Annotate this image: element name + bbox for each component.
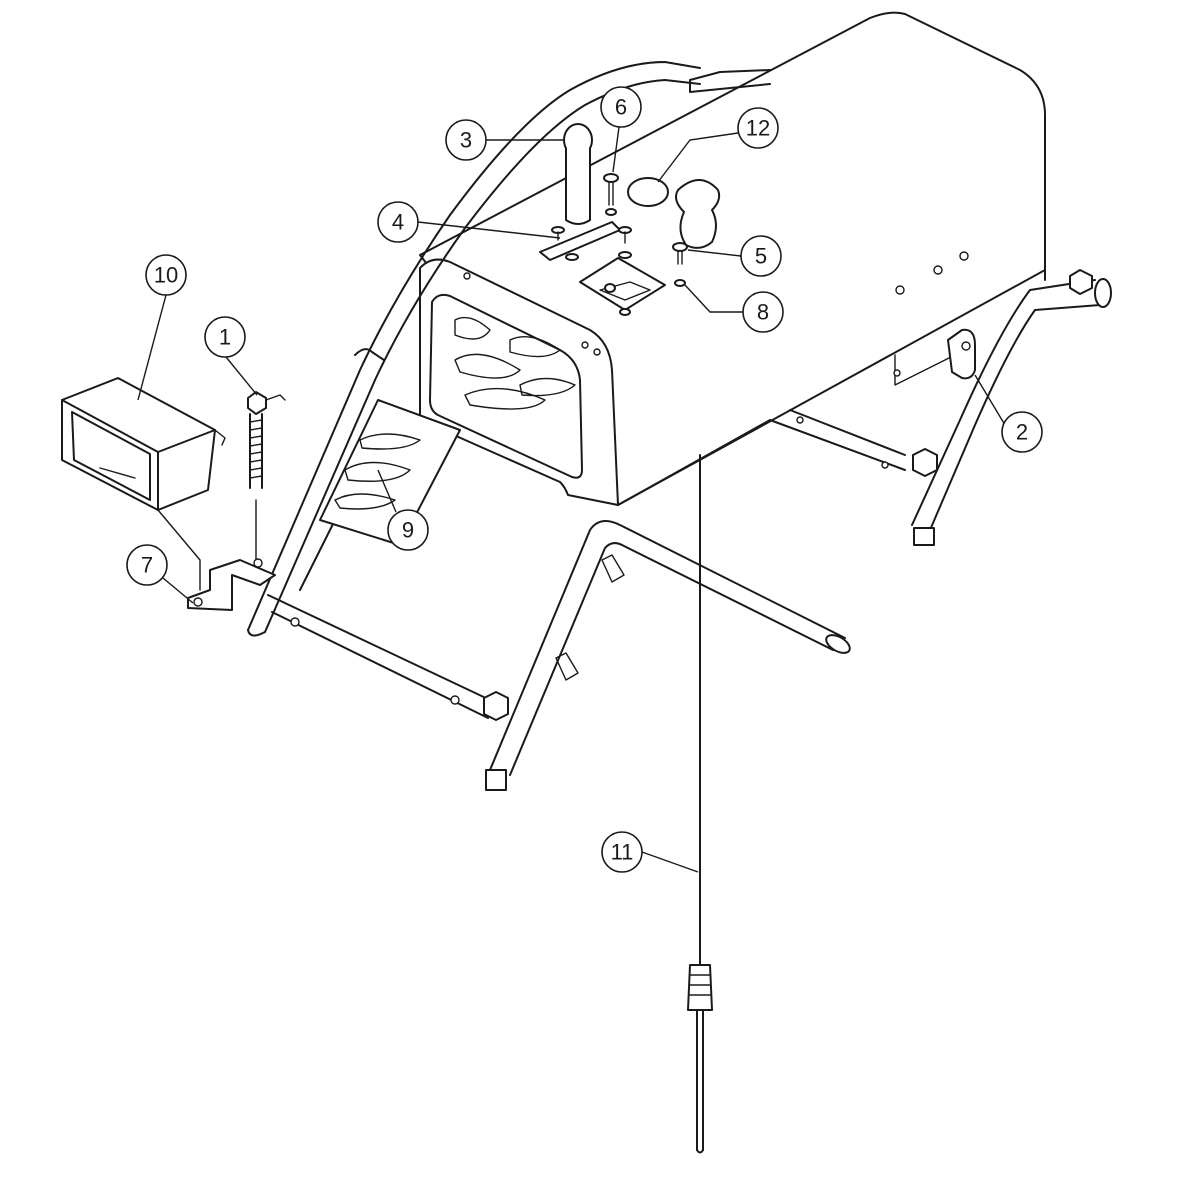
callout-9-label: 9 xyxy=(402,518,414,543)
callout-12-label: 12 xyxy=(746,116,770,141)
mounting-plate xyxy=(539,221,632,261)
callout-5: 5 xyxy=(687,235,782,277)
switch-plate xyxy=(579,257,666,316)
knob xyxy=(627,177,721,249)
callout-1-label: 1 xyxy=(219,325,231,350)
callout-10: 10 xyxy=(137,254,187,401)
screw-6 xyxy=(603,173,619,216)
bolt xyxy=(247,391,286,561)
callout-12: 12 xyxy=(657,107,779,183)
front-tube xyxy=(483,520,851,791)
callout-2-label: 2 xyxy=(1016,420,1028,445)
callout-8-label: 8 xyxy=(757,300,769,325)
light-bracket xyxy=(157,509,276,611)
hood-body xyxy=(419,11,1046,506)
callout-11: 11 xyxy=(601,831,699,873)
callout-1: 1 xyxy=(204,316,258,396)
callout-10-label: 10 xyxy=(154,263,178,288)
screw-5 xyxy=(672,242,688,287)
right-frame xyxy=(769,269,1112,546)
callout-3-label: 3 xyxy=(460,128,472,153)
control-cable xyxy=(687,454,713,1154)
floor-plate xyxy=(319,399,461,546)
callout-6: 6 xyxy=(600,86,642,173)
callout-7-label: 7 xyxy=(141,553,153,578)
callout-2: 2 xyxy=(974,374,1043,453)
callout-4: 4 xyxy=(377,201,561,243)
callout-5-label: 5 xyxy=(755,244,767,269)
front-panel xyxy=(419,258,619,506)
joystick xyxy=(563,123,593,225)
clamp xyxy=(947,328,976,380)
callout-11-label: 11 xyxy=(611,840,634,865)
callout-7: 7 xyxy=(126,544,194,604)
callouts: 1 2 3 4 5 6 xyxy=(126,86,1043,873)
callout-8: 8 xyxy=(684,284,784,333)
callout-9: 9 xyxy=(377,469,429,551)
callout-3: 3 xyxy=(445,119,565,161)
hood-top-edge xyxy=(689,69,771,93)
window-grille xyxy=(454,316,576,410)
callout-6-label: 6 xyxy=(615,95,627,120)
work-light xyxy=(61,377,226,511)
callout-4-label: 4 xyxy=(392,210,404,235)
